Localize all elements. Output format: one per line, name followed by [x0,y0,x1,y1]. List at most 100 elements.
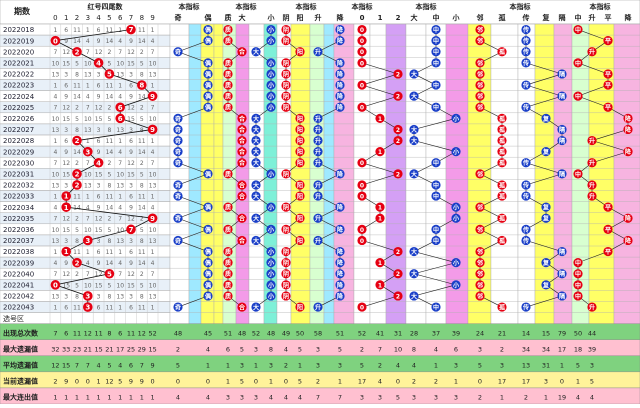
indicator-ball-label: 阳 [297,48,303,56]
stats-value: 15 [94,345,102,353]
issue-number: 2022022 [3,71,34,79]
miss-value: 1 [53,27,57,34]
stats-value: 48 [238,329,246,337]
indicator-ball-label: 偶 [205,26,211,34]
indicator-ball-label: 升 [589,303,595,311]
miss-value: 14 [138,149,146,156]
miss-value: 7 [53,271,57,278]
hit-ball-value: 5 [107,71,112,79]
indicator-ball-label: 小 [452,281,459,289]
indicator-ball [335,258,345,268]
indicator-ball [313,235,323,246]
indicator-ball-label: 传 [522,237,529,245]
indicator-ball-label: 小 [452,259,459,267]
miss-value: 6 [129,83,133,90]
miss-value: 3 [64,127,68,134]
indicator-ball [203,91,213,101]
miss-value: 12 [127,160,135,167]
stats-label: 当前遗漏值 [3,376,38,385]
hit-ball [104,268,115,279]
indicator-ball-label: 2 [396,293,400,300]
indicator-ball [203,24,213,35]
indicator-ball [237,235,247,246]
stats-value: 14 [522,329,530,337]
stats-value: 4 [396,361,400,369]
stats-value: 6 [118,329,122,337]
indicator-ball-label: 中 [433,104,439,112]
group-sublabel: 邻 [476,13,484,22]
indicator-ball [623,213,633,223]
miss-value: 11 [106,83,114,90]
indicator-ball-label: 升 [315,303,321,311]
indicator-ball [557,169,567,179]
indicator-ball-label: 偶 [205,270,211,278]
stats-value: 2 [500,345,504,353]
issue-number: 2022041 [3,282,34,290]
indicator-ball [475,291,485,301]
miss-value: 1 [118,83,122,90]
indicator-ball [251,147,261,157]
miss-value: 15 [95,171,103,178]
hit-ball-value: 2 [75,48,80,56]
indicator-ball [603,224,613,234]
indicator-ball-label: 孤 [499,115,505,123]
stats-value: 4 [206,394,210,402]
miss-value: 5 [107,227,111,234]
miss-value: 4 [86,38,90,45]
indicator-ball-label: 降 [337,226,344,234]
indicator-ball [266,169,276,179]
indicator-ball [521,47,531,57]
stats-value: 1 [576,377,580,385]
miss-value: 14 [73,94,81,101]
miss-value: 13 [52,238,60,245]
stats-value: 7 [338,394,342,402]
stats-value: 28 [410,329,418,337]
indicator-ball [451,280,461,290]
stats-value: 3 [478,345,482,353]
indicator-ball-label: 降 [625,115,632,123]
indicator-ball-label: 升 [589,192,595,200]
indicator-ball [313,158,323,168]
indicator-ball-label: 阳 [297,159,303,167]
issue-number: 2022039 [3,259,34,267]
hit-ball [72,257,82,268]
miss-value: 13 [52,293,60,300]
stats-value: 41 [376,329,384,337]
stats-value: 3 [434,394,438,402]
indicator-ball [409,169,419,179]
stats-value: 5 [107,361,111,369]
indicator-ball-label: 阳 [297,215,303,223]
indicator-ball-label: 孤 [499,303,505,311]
group-sublabel: 降 [337,13,345,22]
miss-value: 1 [118,194,122,201]
stats-value: 3 [590,361,594,369]
indicator-ball-label: 奇 [175,192,181,200]
stats-value: 31 [394,329,402,337]
indicator-ball [431,224,441,234]
miss-value: 10 [116,282,124,289]
indicator-ball [375,280,385,290]
stats-value: 4 [284,394,288,402]
miss-value: 3 [97,182,101,189]
indicator-ball [223,291,233,301]
miss-value: 14 [138,38,146,45]
indicator-ball [393,269,403,279]
stats-value: 2 [53,377,57,385]
indicator-ball [623,147,633,157]
indicator-ball [497,135,507,146]
indicator-ball-label: 中 [575,170,581,178]
indicator-ball-label: 2 [396,249,400,256]
miss-value: 4 [118,149,122,156]
hit-ball-value: 0 [53,37,58,45]
indicator-ball-label: 邻 [477,26,483,34]
stats-value: 21 [105,345,113,353]
stats-value: 9 [64,377,68,385]
indicator-ball [393,246,403,257]
miss-value: 13 [116,127,124,134]
indicator-ball [603,202,613,212]
indicator-ball-label: 复 [542,281,550,289]
indicator-ball [409,124,419,135]
indicator-ball [281,80,291,90]
indicator-ball-label: 小 [267,270,274,278]
hit-ball-value: 9 [150,126,155,134]
